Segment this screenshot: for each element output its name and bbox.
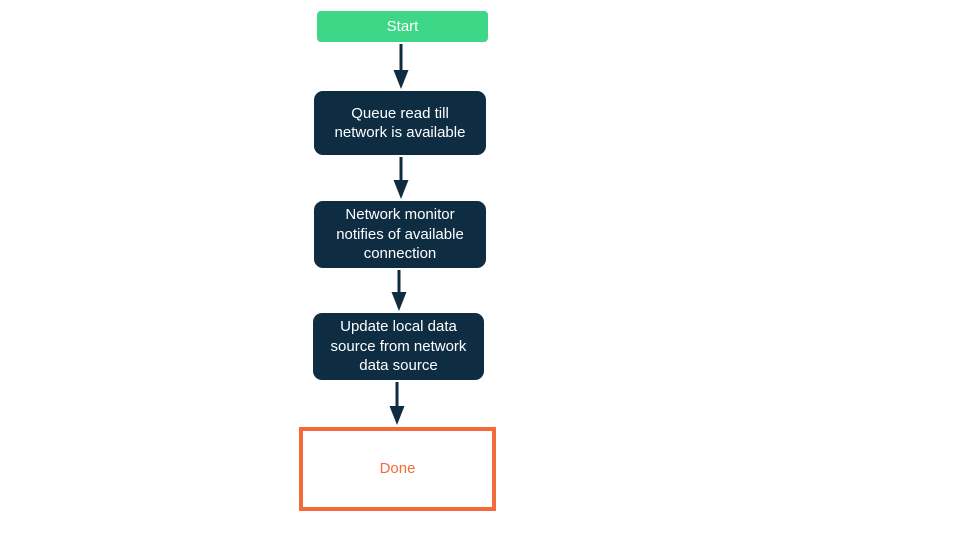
flow-node-start[interactable]: Start [317, 11, 488, 42]
arrow-down-icon-step3-to-done [386, 382, 408, 426]
flow-node-start-label: Start [386, 17, 419, 35]
flow-node-update-local-data-source-label: Update local data source from network da… [330, 318, 467, 375]
flow-node-queue-read-label: Queue read till network is available [334, 104, 466, 142]
flow-node-done[interactable]: Done [299, 427, 496, 511]
arrow-down-icon-step2-to-step3 [388, 270, 410, 312]
flow-node-network-monitor[interactable]: Network monitor notifies of available co… [314, 201, 486, 268]
flow-node-done-label: Done [379, 460, 416, 478]
flow-node-network-monitor-label: Network monitor notifies of available co… [336, 206, 464, 263]
flow-node-update-local-data-source[interactable]: Update local data source from network da… [313, 313, 484, 380]
arrow-down-icon-step1-to-step2 [390, 157, 412, 200]
flow-node-queue-read[interactable]: Queue read till network is available [314, 91, 486, 155]
arrow-down-icon-start-to-step1 [390, 44, 412, 90]
